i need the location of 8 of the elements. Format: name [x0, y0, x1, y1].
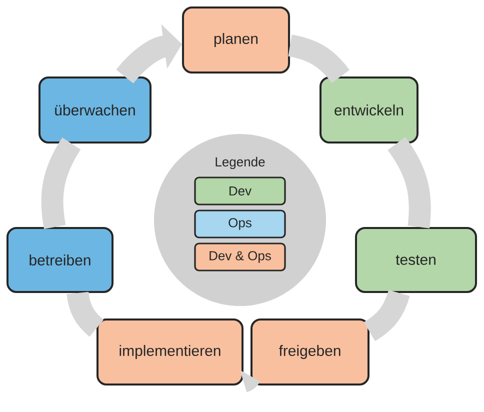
process-box: betreiben — [6, 227, 114, 293]
process-box: implementieren — [96, 318, 244, 386]
process-box: testen — [355, 227, 477, 293]
process-box: überwachen — [38, 76, 152, 144]
process-box: entwickeln — [320, 76, 418, 144]
process-box: planen — [182, 6, 290, 74]
legend-title: Legende — [216, 156, 265, 170]
process-box: freigeben — [250, 318, 370, 386]
